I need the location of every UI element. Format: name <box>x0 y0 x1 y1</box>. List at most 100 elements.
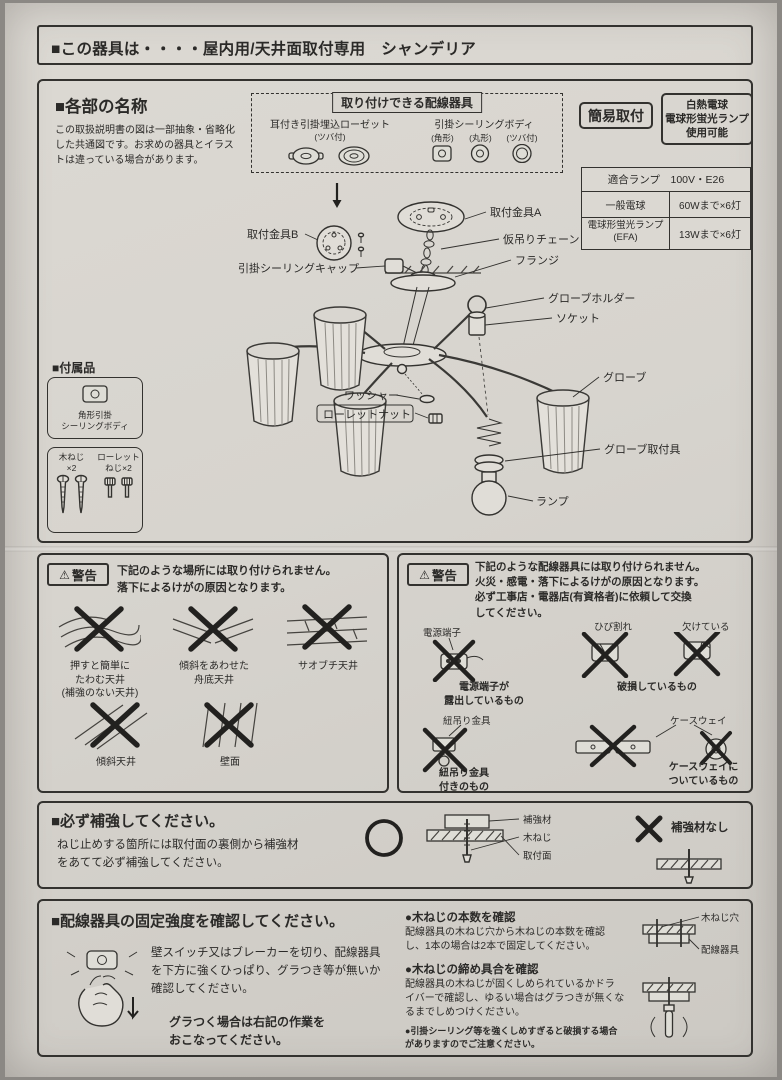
washer-part <box>419 394 435 404</box>
globe-holder-ring <box>467 295 487 315</box>
chandelier-diagram: 取付金具A 取付金具B 仮吊りチェーン フランジ 引掛シーリングキャップ グロー… <box>238 183 680 516</box>
accessory-box-screws: 木ねじ ×2 ローレット ねじ×2 <box>47 447 143 533</box>
flange <box>390 271 456 292</box>
ng-place-flex-ceiling: 押すと簡単に たわむ天井 (補強のない天井) <box>45 603 155 701</box>
ng-place-saobuchi-ceiling: サオブチ天井 <box>273 603 383 674</box>
accessories-title: ■付属品 <box>52 361 96 375</box>
warning-places-text: 下記のような場所には取り付けられません。 落下によるけがの原因となります。 <box>117 565 337 594</box>
warning-triangle-icon: ⚠ <box>419 567 430 582</box>
ceiling-body-round-icon <box>471 144 490 163</box>
rosette-tsuba-icon <box>338 146 370 166</box>
knurled-screw-icons <box>103 477 133 498</box>
wiring-devices-box: 取り付けできる配線器具 耳付き引掛埋込ローゼット (ツバ付) 引掛シーリングボデ… <box>251 92 563 173</box>
globe-shade <box>536 389 590 474</box>
boat-ceiling-cross-icon <box>172 606 254 652</box>
reinforce-section: ■必ず補強してください。 ねじ止めする箇所には取付面の裏側から補強材 をあてて必… <box>37 801 753 889</box>
ng-place-caption: 壁面 <box>220 757 240 768</box>
ng-place-caption: サオブチ天井 <box>298 661 358 672</box>
reinforce-ok-diagram: 補強材 木ねじ 取付面 <box>426 814 552 863</box>
caseway-cross-icon <box>575 724 732 768</box>
ceiling-cap <box>384 258 418 274</box>
saobuchi-ceiling-cross-icon <box>286 604 368 650</box>
diagram-label-socket: ソケット <box>556 312 600 325</box>
lamp-table-header: 適合ランプ 100V・E26 <box>582 168 750 192</box>
rosette-sub: (ツバ付) <box>314 132 346 142</box>
screw-hole-label: 木ねじ穴 <box>701 912 740 924</box>
bracket-b <box>316 225 365 261</box>
cross-mark-icon <box>635 815 663 843</box>
ceiling-body-square-icon <box>432 145 453 162</box>
warning-wiring-text: 下記のような配線器具には取り付けられません。 火災・感電・落下によるけがの原因と… <box>475 561 706 619</box>
manual-page: ■この器具は・・・・屋内用/天井面取付専用 シャンデリア ■各部の名称 この取扱… <box>5 3 777 1077</box>
check-screw-tightness-title: ●木ねじの締め具合を確認 <box>405 964 539 976</box>
terminal-label: 電源端子 <box>423 628 462 639</box>
ng-device-caption: 破損しているもの <box>617 682 697 693</box>
bulb-part <box>471 471 507 516</box>
lamp-row-value: 60Wまで×6灯 <box>679 201 741 212</box>
ng-place-boat-ceiling: 傾斜をあわせた 舟底天井 <box>159 603 269 687</box>
screw-check-diagram: 木ねじ穴 配線器具 <box>642 912 740 1038</box>
rosette-group: 耳付き引掛埋込ローゼット (ツバ付) <box>256 116 404 167</box>
reinforce-text: ねじ止めする箇所には取付面の裏側から補強材 をあてて必ず補強してください。 <box>57 839 299 869</box>
reinforce-ng-diagram <box>656 849 722 884</box>
diagram-label-globe: グローブ <box>603 370 646 384</box>
diagram-label-fitting: グローブ取付具 <box>604 442 680 456</box>
spring-part <box>476 418 503 447</box>
lamp-table: 適合ランプ 100V・E26 一般電球 60Wまで×6灯 電球形蛍光ランプ (E… <box>581 167 751 250</box>
lamp-row-label: 電球形蛍光ランプ (EFA) <box>582 218 670 249</box>
diagram-label-bracket-b: 取付金具B <box>247 227 298 241</box>
lamp-row-value: 13Wまで×6灯 <box>679 230 741 241</box>
damaged-cross-icon <box>581 632 721 678</box>
reinforce-label-screw: 木ねじ <box>523 832 552 844</box>
body-sub-round: (丸形) <box>469 133 492 143</box>
usable-bulb-badge: 白熱電球 電球形蛍光ランプ 使用可能 <box>661 93 753 145</box>
ng-place-caption: 傾斜をあわせた 舟底天井 <box>179 661 249 686</box>
ng-place-caption: 押すと簡単に たわむ天井 (補強のない天井) <box>61 661 139 699</box>
strength-text-2: グラつく場合は右記の作業を おこなってください。 <box>169 1015 326 1047</box>
diagram-label-chain: 仮吊りチェーン <box>503 233 579 246</box>
strength-title: ■配線器具の固定強度を確認してください。 <box>51 913 345 930</box>
terminal-cross-icon <box>432 637 484 682</box>
fold-crease <box>5 546 777 552</box>
diagram-label-lamp: ランプ <box>536 495 569 508</box>
ng-device-caption: 紐吊り金具 付きのもの <box>439 768 489 793</box>
hand-pull-illustration <box>66 950 139 1027</box>
cord-hanger-label: 紐吊り金具 <box>443 716 491 727</box>
rosette-label: 耳付き引掛埋込ローゼット <box>270 120 390 131</box>
check-screw-count-title: ●木ねじの本数を確認 <box>405 912 516 924</box>
diagram-label-bracket-a: 取付金具A <box>490 205 542 219</box>
accessory-box-body: 角形引掛 シーリングボディ <box>47 377 143 439</box>
slanted-ceiling-cross-icon <box>74 702 148 750</box>
knurled-screw-label: ローレット ねじ×2 <box>97 452 140 473</box>
diagram-label-flange: フランジ <box>515 255 559 267</box>
wiring-device-label: 配線器具 <box>701 944 740 956</box>
flex-ceiling-cross-icon <box>58 606 142 652</box>
arm <box>428 358 488 418</box>
diagram-label-cap: 引掛シーリングキャップ <box>238 261 359 275</box>
header-section: ■この器具は・・・・屋内用/天井面取付専用 シャンデリア <box>37 25 753 65</box>
crack-label: ひび割れ <box>594 622 633 633</box>
parts-section: ■各部の名称 この取扱説明書の図は一部抽象・省略化 した共通図です。お求めの器具… <box>37 79 753 543</box>
ng-place-caption: 傾斜天井 <box>96 757 136 768</box>
arm <box>433 312 472 350</box>
warning-places-section: ⚠ 警告 下記のような場所には取り付けられません。 落下によるけがの原因となりま… <box>37 553 389 793</box>
diagram-label-globe-holder: グローブホルダー <box>548 291 635 305</box>
check-screw-tightness-text: 配線器具の木ねじが固くしめられているかドラ イバーで確認し、ゆるい場合はグラつき… <box>405 979 625 1018</box>
page-title: ■この器具は・・・・屋内用/天井面取付専用 シャンデリア <box>51 41 477 58</box>
parts-title: ■各部の名称 <box>55 98 148 116</box>
warning-triangle-icon: ⚠ <box>59 567 70 582</box>
ceiling-body-tsuba-icon <box>512 143 532 164</box>
ng-device-caption: 電源端子が 露出しているもの <box>444 682 524 707</box>
warning-badge: ⚠ 警告 <box>47 563 109 586</box>
diagram-label-nut: ローレットナット <box>323 408 411 421</box>
wall-cross-icon <box>202 702 258 748</box>
ng-device-caption: ケースウェイに ついているもの <box>668 762 739 787</box>
body-sub-square: (角形) <box>431 133 454 143</box>
reinforce-label-material: 補強材 <box>523 814 552 826</box>
globe-fitting-part <box>474 454 504 473</box>
warning-wiring-section: ⚠ 警告 下記のような配線器具には取り付けられません。 火災・感電・落下によるけ… <box>397 553 753 793</box>
easy-install-badge: 簡易取付 <box>579 102 653 129</box>
ceiling-body-group: 引掛シーリングボディ (角形) (丸形) (ツバ付) <box>408 116 560 168</box>
globe-shade <box>313 306 367 391</box>
assembly-arrow-icon <box>332 183 342 208</box>
